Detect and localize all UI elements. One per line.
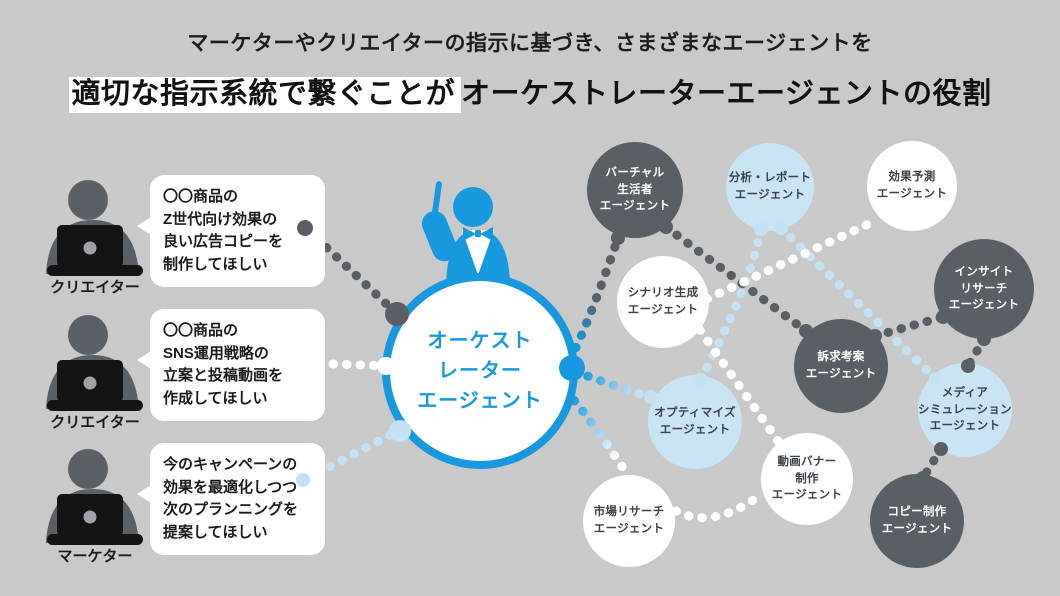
connector-media-simulation-copy	[918, 444, 946, 483]
orchestrator-label: オーケスト レーター エージェント	[417, 330, 543, 412]
title-rest: オーケストレーターエージェントの役割	[461, 78, 992, 110]
agent-video-banner-production: 動画バナー 制作 エージェント	[761, 433, 853, 525]
speech-bubble-creator-1: 〇〇商品の Z世代向け効果の 良い広告コピーを 制作してほしい	[137, 175, 325, 287]
marketer-icon	[46, 449, 143, 545]
agent-optimize: オプティマイズ エージェント	[648, 375, 742, 469]
creator-icon	[46, 315, 143, 411]
person-label-creator-2: クリエイター	[50, 414, 140, 431]
connector-market-research-video-banner	[671, 490, 765, 523]
connector-insight-media-simulation	[963, 334, 989, 371]
connector-orchestrator-optimize	[570, 367, 655, 402]
agent-market-research: 市場リサーチ エージェント	[583, 475, 675, 567]
person-label-marketer: マーケター	[57, 548, 133, 565]
title-highlight: 適切な指示系統で繋ぐことが	[68, 77, 462, 113]
agent-label: 市場リサーチ エージェント	[593, 506, 665, 535]
bubble-text: 〇〇商品の Z世代向け効果の 良い広告コピーを 制作してほしい	[163, 188, 284, 273]
person-label-creator-1: クリエイター	[50, 279, 140, 296]
speech-bubble-creator-2: 〇〇商品の SNS運用戦略の 立案と投稿動画を 作成してほしい	[137, 309, 325, 421]
connector-scenario-video-banner	[695, 325, 783, 446]
agent-label: 訴求考案 エージェント	[805, 351, 877, 380]
bubble-text: 〇〇商品の SNS運用戦略の 立案と投稿動画を 作成してほしい	[163, 322, 284, 407]
agent-appeal-ideation: 訴求考案 エージェント	[794, 319, 888, 413]
connector-scenario-effect-forecast	[702, 215, 882, 304]
agent-label: 動画バナー 制作 エージェント	[771, 455, 843, 502]
title-block: マーケターやクリエイターの指示に基づき、さまざまなエージェントを 適切な指示系統…	[0, 0, 1060, 113]
agent-effect-forecast: 効果予測 エージェント	[867, 141, 957, 231]
title-line2: 適切な指示系統で繋ぐことがオーケストレーターエージェントの役割	[0, 70, 1060, 113]
agent-virtual-consumer: バーチャル 生活者 エージェント	[587, 142, 683, 238]
agent-label: メディア シミュレーション エージェント	[918, 386, 1012, 433]
connector-orchestrator-virtual-consumer	[565, 233, 623, 365]
connector-orchestrator-market-research	[561, 385, 630, 476]
agent-insight-research: インサイト リサーチ エージェント	[934, 239, 1034, 339]
agent-media-simulation: メディア シミュレーション エージェント	[918, 363, 1012, 457]
agent-label: インサイト リサーチ エージェント	[948, 265, 1020, 312]
agent-label: オプティマイズ エージェント	[654, 407, 736, 436]
agent-label: シナリオ生成 エージェント	[627, 287, 699, 316]
title-line1: マーケターやクリエイターの指示に基づき、さまざまなエージェントを	[187, 32, 873, 55]
creator-icon	[46, 180, 143, 276]
agent-label: バーチャル 生活者 エージェント	[599, 166, 671, 213]
agent-scenario-generation: シナリオ生成 エージェント	[617, 256, 709, 348]
connector-appeal-insight	[870, 312, 948, 341]
agent-label: 分析・レポート エージェント	[728, 172, 812, 201]
orchestrator-agent-circle: オーケスト レーター エージェント	[382, 273, 578, 469]
agent-label: 効果予測 エージェント	[876, 171, 948, 200]
agent-copy-production: コピー制作 エージェント	[870, 474, 964, 568]
connector-analysis-optimize	[696, 224, 766, 385]
agent-label: コピー制作 エージェント	[881, 506, 953, 535]
speech-bubble-marketer: 今のキャンペーンの 効果を最適化しつつ 次のプランニングを 提案してほしい	[137, 443, 325, 555]
agent-analysis-report: 分析・レポート エージェント	[726, 143, 814, 231]
bubble-text: 今のキャンペーンの 効果を最適化しつつ 次のプランニングを 提案してほしい	[163, 456, 299, 541]
connector-virtual-consumer-appeal	[661, 222, 811, 336]
